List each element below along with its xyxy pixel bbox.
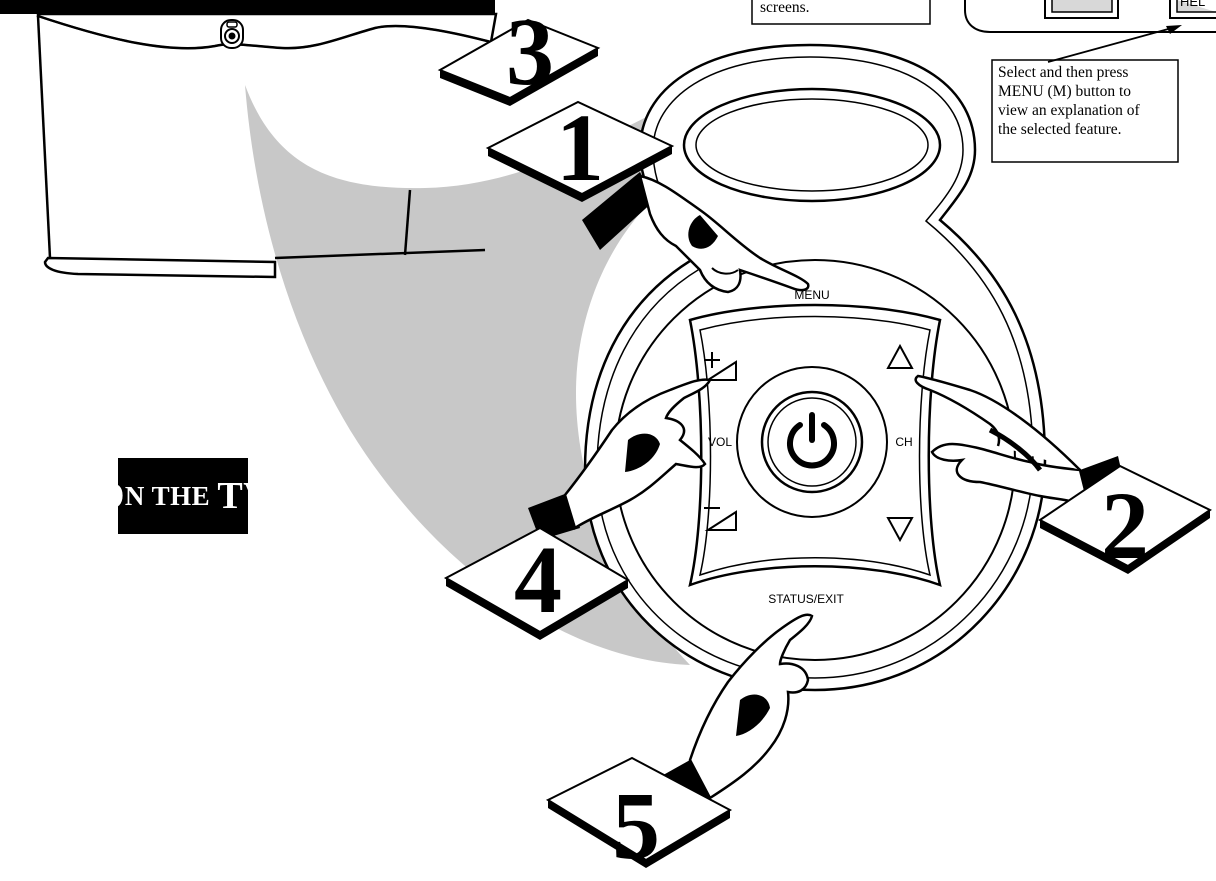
callout-pointer-arrow [1047,25,1182,63]
help-button-label: HEL [1180,0,1206,9]
tv-cabinet [0,0,498,279]
triangle-up-icon[interactable] [886,343,914,369]
menu-button-label[interactable]: MENU [794,288,829,302]
volume-up-icon[interactable] [704,352,737,381]
step-2-marker: 2 [1038,464,1212,579]
top-left-callout-box [751,0,931,25]
step-5-marker: 5 [545,756,733,879]
step-4-number: 4 [514,526,562,633]
heading-cap-1: O [94,475,125,517]
step-3-marker: 3 [437,0,601,106]
hand-pointing-menu-icon [582,172,810,294]
ch-label: CH [895,435,912,449]
step-2-number: 2 [1101,472,1149,579]
top-left-callout-text: screens. [760,0,810,17]
select-callout-line-4: the selected feature. [998,121,1122,138]
step-1-marker: 1 [485,94,675,202]
select-callout-text: Select and then press MENU (M) button to… [998,63,1140,139]
step-5-number: 5 [612,772,660,876]
volume-down-icon[interactable] [704,507,737,531]
hand-pointing-vol-up-icon [528,378,712,540]
menu-screen-preview [964,0,1216,33]
help-button-fragment[interactable]: HEL [1180,0,1205,9]
tv-logo-icon [220,19,244,49]
vol-label: VOL [708,435,732,449]
status-exit-button-label[interactable]: STATUS/EXIT [768,592,844,606]
step-3-number: 3 [506,0,554,105]
select-callout-box [991,59,1179,163]
triangle-down-icon[interactable] [886,517,914,543]
heading-rest-1: N THE [124,480,218,511]
heading-cap-2: TV [217,475,272,517]
step-4-marker: 4 [443,526,630,640]
select-callout-line-3: view an explanation of [998,102,1140,119]
step-1-number: 1 [556,94,604,201]
power-icon[interactable] [787,412,837,469]
callout-fragment-screens: screens. [760,0,810,16]
select-callout-line-1: Select and then press [998,64,1129,81]
select-callout-line-2: MENU (M) button to [998,83,1132,100]
